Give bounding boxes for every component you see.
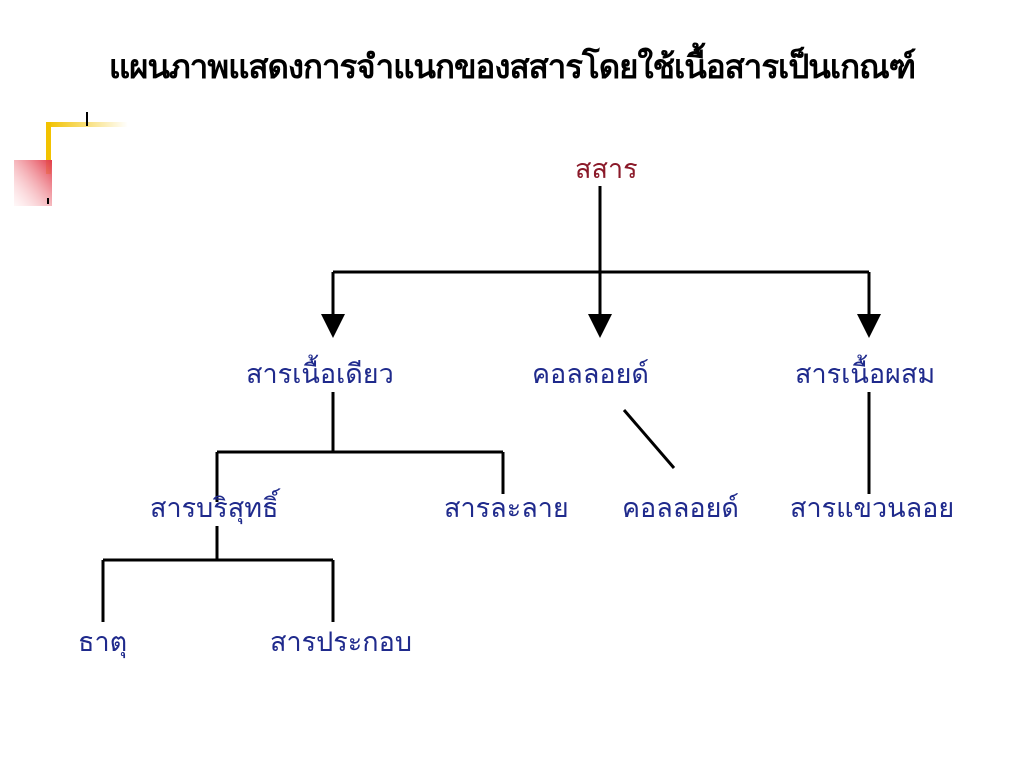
node-solution: สารละลาย	[444, 493, 569, 524]
arrowhead-heterogeneous	[857, 314, 881, 338]
node-pure-substance: สารบริสุทธิ์	[150, 493, 279, 524]
bullet-yellow-stem	[46, 122, 51, 174]
bullet-tick	[86, 112, 88, 126]
node-heterogeneous: สารเนื้อผสม	[795, 359, 936, 390]
node-colloid-level2: คอลลอยด์	[622, 493, 739, 524]
node-compound: สารประกอบ	[270, 627, 412, 658]
bullet-decoration	[14, 112, 128, 206]
node-suspension: สารแขวนลอย	[790, 493, 955, 524]
arrowhead-homogeneous	[321, 314, 345, 338]
node-root-matter: สสาร	[575, 154, 638, 185]
slide-title: แผนภาพแสดงการจำแนกของสสารโดยใช้เนื้อสารเ…	[108, 47, 916, 86]
node-colloid-level1: คอลลอยด์	[532, 359, 649, 390]
arrowhead-colloid	[588, 314, 612, 338]
node-homogeneous: สารเนื้อเดียว	[246, 359, 394, 390]
bullet-red-square	[14, 160, 52, 206]
bullet-dot	[47, 198, 49, 204]
connector-colloid-diagonal	[622, 409, 676, 469]
node-element: ธาตุ	[78, 627, 128, 658]
